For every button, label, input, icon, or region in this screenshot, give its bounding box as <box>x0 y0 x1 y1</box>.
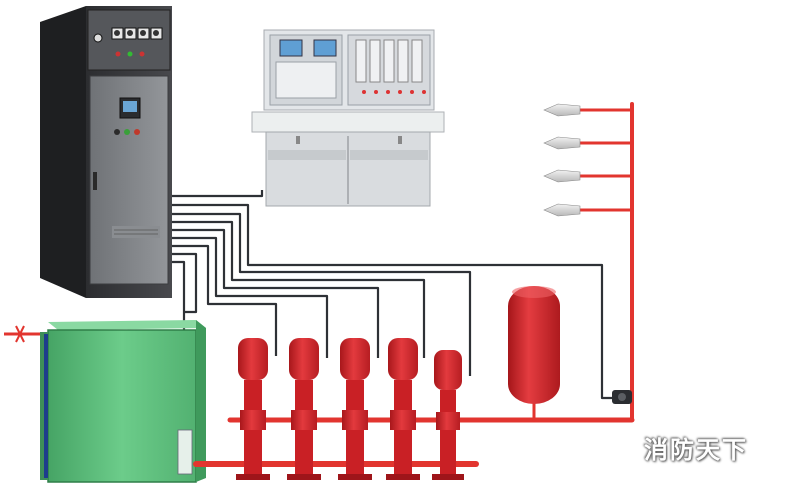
water-tank <box>4 320 206 483</box>
console-left-panel <box>269 34 343 106</box>
cable-pump-2 <box>172 236 329 358</box>
cable-pump-1 <box>172 244 278 356</box>
pump <box>386 338 420 480</box>
sprinkler-head <box>543 169 581 183</box>
cable-console <box>172 190 264 198</box>
control-cabinet <box>40 6 172 298</box>
cable-pump-4 <box>172 220 426 358</box>
inlet-pipe <box>4 325 40 343</box>
console-right-panel <box>347 34 431 106</box>
sprinkler-head <box>543 103 581 117</box>
pressure-switch <box>612 390 632 404</box>
pump <box>432 350 464 480</box>
pump <box>236 338 270 480</box>
sprinkler-head <box>543 203 581 217</box>
watermark-text: 消防天下 <box>644 436 748 464</box>
pump <box>338 338 372 480</box>
pressure-tank <box>508 286 560 404</box>
meter-row <box>93 27 163 57</box>
pump <box>287 338 321 480</box>
pump-group <box>236 338 464 480</box>
cable-level-sensor <box>172 252 198 314</box>
sprinkler-heads <box>543 103 581 217</box>
control-cables <box>172 190 612 470</box>
sprinkler-head <box>543 136 581 150</box>
cable-pressure-switch <box>172 203 612 400</box>
cable-pump-3 <box>172 228 380 358</box>
cable-pump-5 <box>172 212 472 376</box>
monitoring-console <box>251 29 445 207</box>
